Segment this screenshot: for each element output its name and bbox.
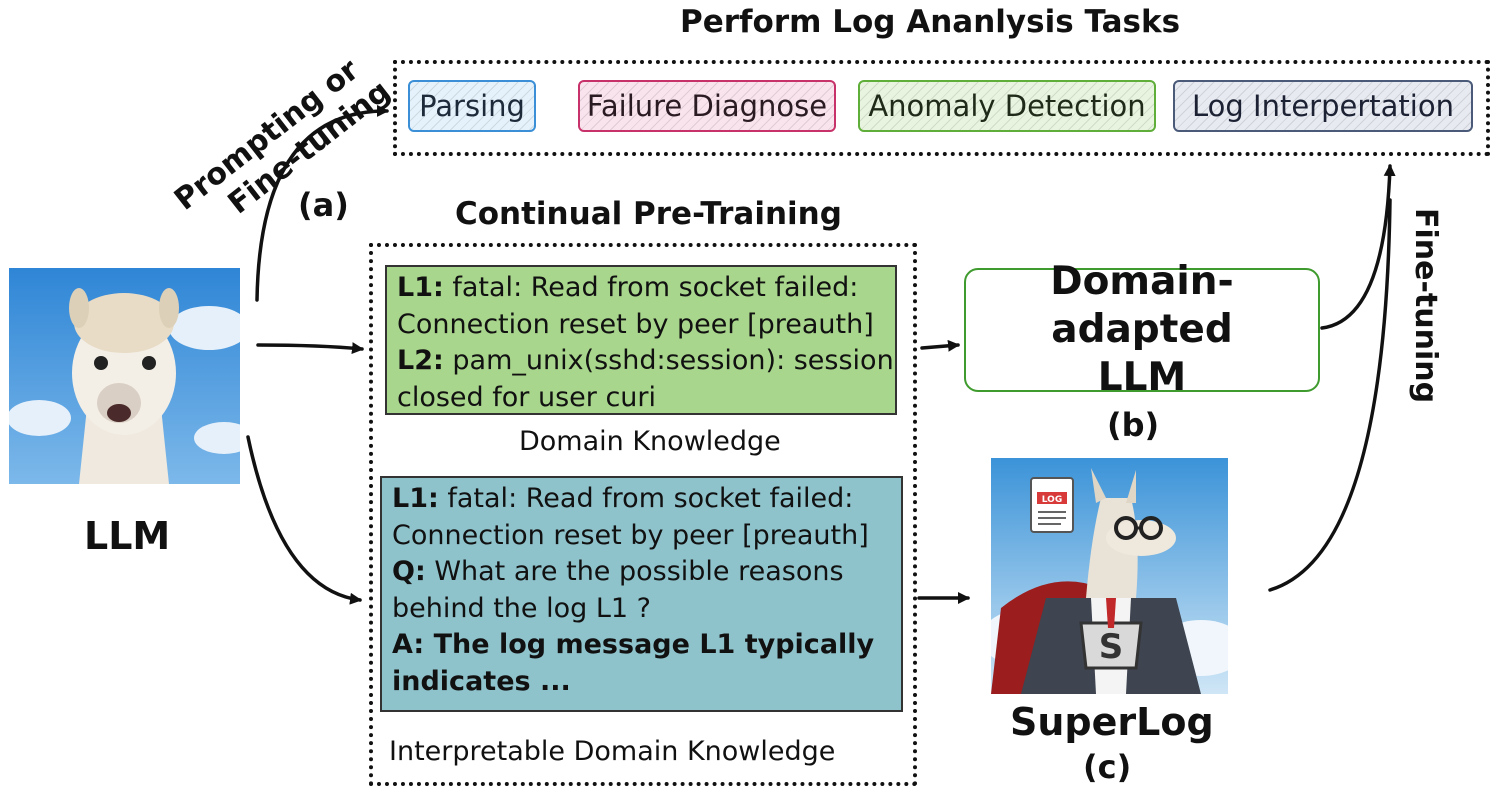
llm-label: LLM: [84, 514, 171, 558]
superlog-label: SuperLog: [1010, 700, 1214, 744]
domain-adapted-llm-box: Domain-adapted LLM: [964, 259, 1320, 400]
domain-knowledge-caption: Domain Knowledge: [519, 426, 781, 457]
ik-text-1: fatal: Read from socket failed:: [438, 483, 854, 514]
dk-text-1: fatal: Read from socket failed:: [443, 272, 859, 303]
ik-text-3: What are the possible reasons: [425, 556, 844, 587]
dk-line-4: closed for user curi: [397, 380, 885, 417]
dk-key-1: L1:: [397, 272, 444, 303]
ik-line-5: A: The log message L1 typically: [392, 627, 891, 664]
ik-text-2: Connection reset by peer [preauth]: [392, 519, 869, 551]
arrow-llm-to-interpretable: [246, 435, 362, 605]
dk-key-3: L2:: [397, 345, 444, 376]
ik-text-4: behind the log L1 ?: [392, 592, 651, 624]
ik-line-3: Q: What are the possible reasons: [392, 554, 891, 591]
interpretable-knowledge-caption: Interpretable Domain Knowledge: [389, 736, 836, 767]
cpt-box: [369, 243, 917, 786]
ik-key-5: A:: [392, 629, 425, 660]
task-anomaly-detection: Anomaly Detection: [858, 80, 1156, 132]
domain-knowledge-box: L1: fatal: Read from socket failed: Conn…: [385, 265, 897, 415]
ik-line-6: indicates ...: [392, 664, 891, 701]
tasks-box: [393, 60, 1490, 156]
ik-line-2: Connection reset by peer [preauth]: [392, 518, 891, 555]
arrow-llm-to-cpt: [256, 342, 364, 355]
dk-text-4: closed for user curi: [397, 381, 657, 413]
arrow-domain-llm-to-tasks: [1320, 164, 1396, 330]
svg-text:S: S: [1099, 627, 1124, 667]
domain-adapted-line-2: LLM: [1097, 355, 1187, 400]
dk-text-2: Connection reset by peer [preauth]: [397, 308, 874, 340]
ik-line-1: L1: fatal: Read from socket failed:: [392, 481, 891, 518]
ik-text-6: indicates ...: [392, 665, 571, 697]
cpt-title: Continual Pre-Training: [455, 196, 842, 232]
arrow-dk-to-domain-llm: [920, 339, 960, 352]
tasks-title: Perform Log Ananlysis Tasks: [680, 4, 1181, 40]
log-icon-text: LOG: [1042, 495, 1062, 505]
dk-line-1: L1: fatal: Read from socket failed:: [397, 270, 885, 307]
ik-line-4: behind the log L1 ?: [392, 591, 891, 628]
task-log-interpretation: Log Interpertation: [1173, 80, 1473, 132]
superlog-image: S LOG: [991, 458, 1228, 694]
domain-adapted-line-1: Domain-adapted: [1050, 259, 1234, 352]
dk-line-3: L2: pam_unix(sshd:session): session: [397, 343, 894, 380]
finetuning-label: Fine-tuning: [1408, 208, 1443, 404]
dk-line-2: Connection reset by peer [preauth]: [397, 307, 885, 344]
dk-text-3: pam_unix(sshd:session): session: [443, 345, 894, 376]
marker-c: (c): [1083, 748, 1132, 786]
task-failure-diagnose: Failure Diagnose: [578, 80, 836, 132]
llama-image: [9, 268, 240, 484]
ik-key-3: Q:: [392, 556, 426, 587]
interpretable-knowledge-box: L1: fatal: Read from socket failed: Conn…: [380, 476, 903, 712]
ik-text-5: The log message L1 typically: [424, 629, 875, 660]
marker-b: (b): [1107, 406, 1160, 444]
ik-key-1: L1:: [392, 483, 439, 514]
marker-a: (a): [298, 186, 349, 224]
task-parsing: Parsing: [408, 80, 536, 132]
prompting-label: Prompting or Fine-tuning: [168, 45, 398, 246]
